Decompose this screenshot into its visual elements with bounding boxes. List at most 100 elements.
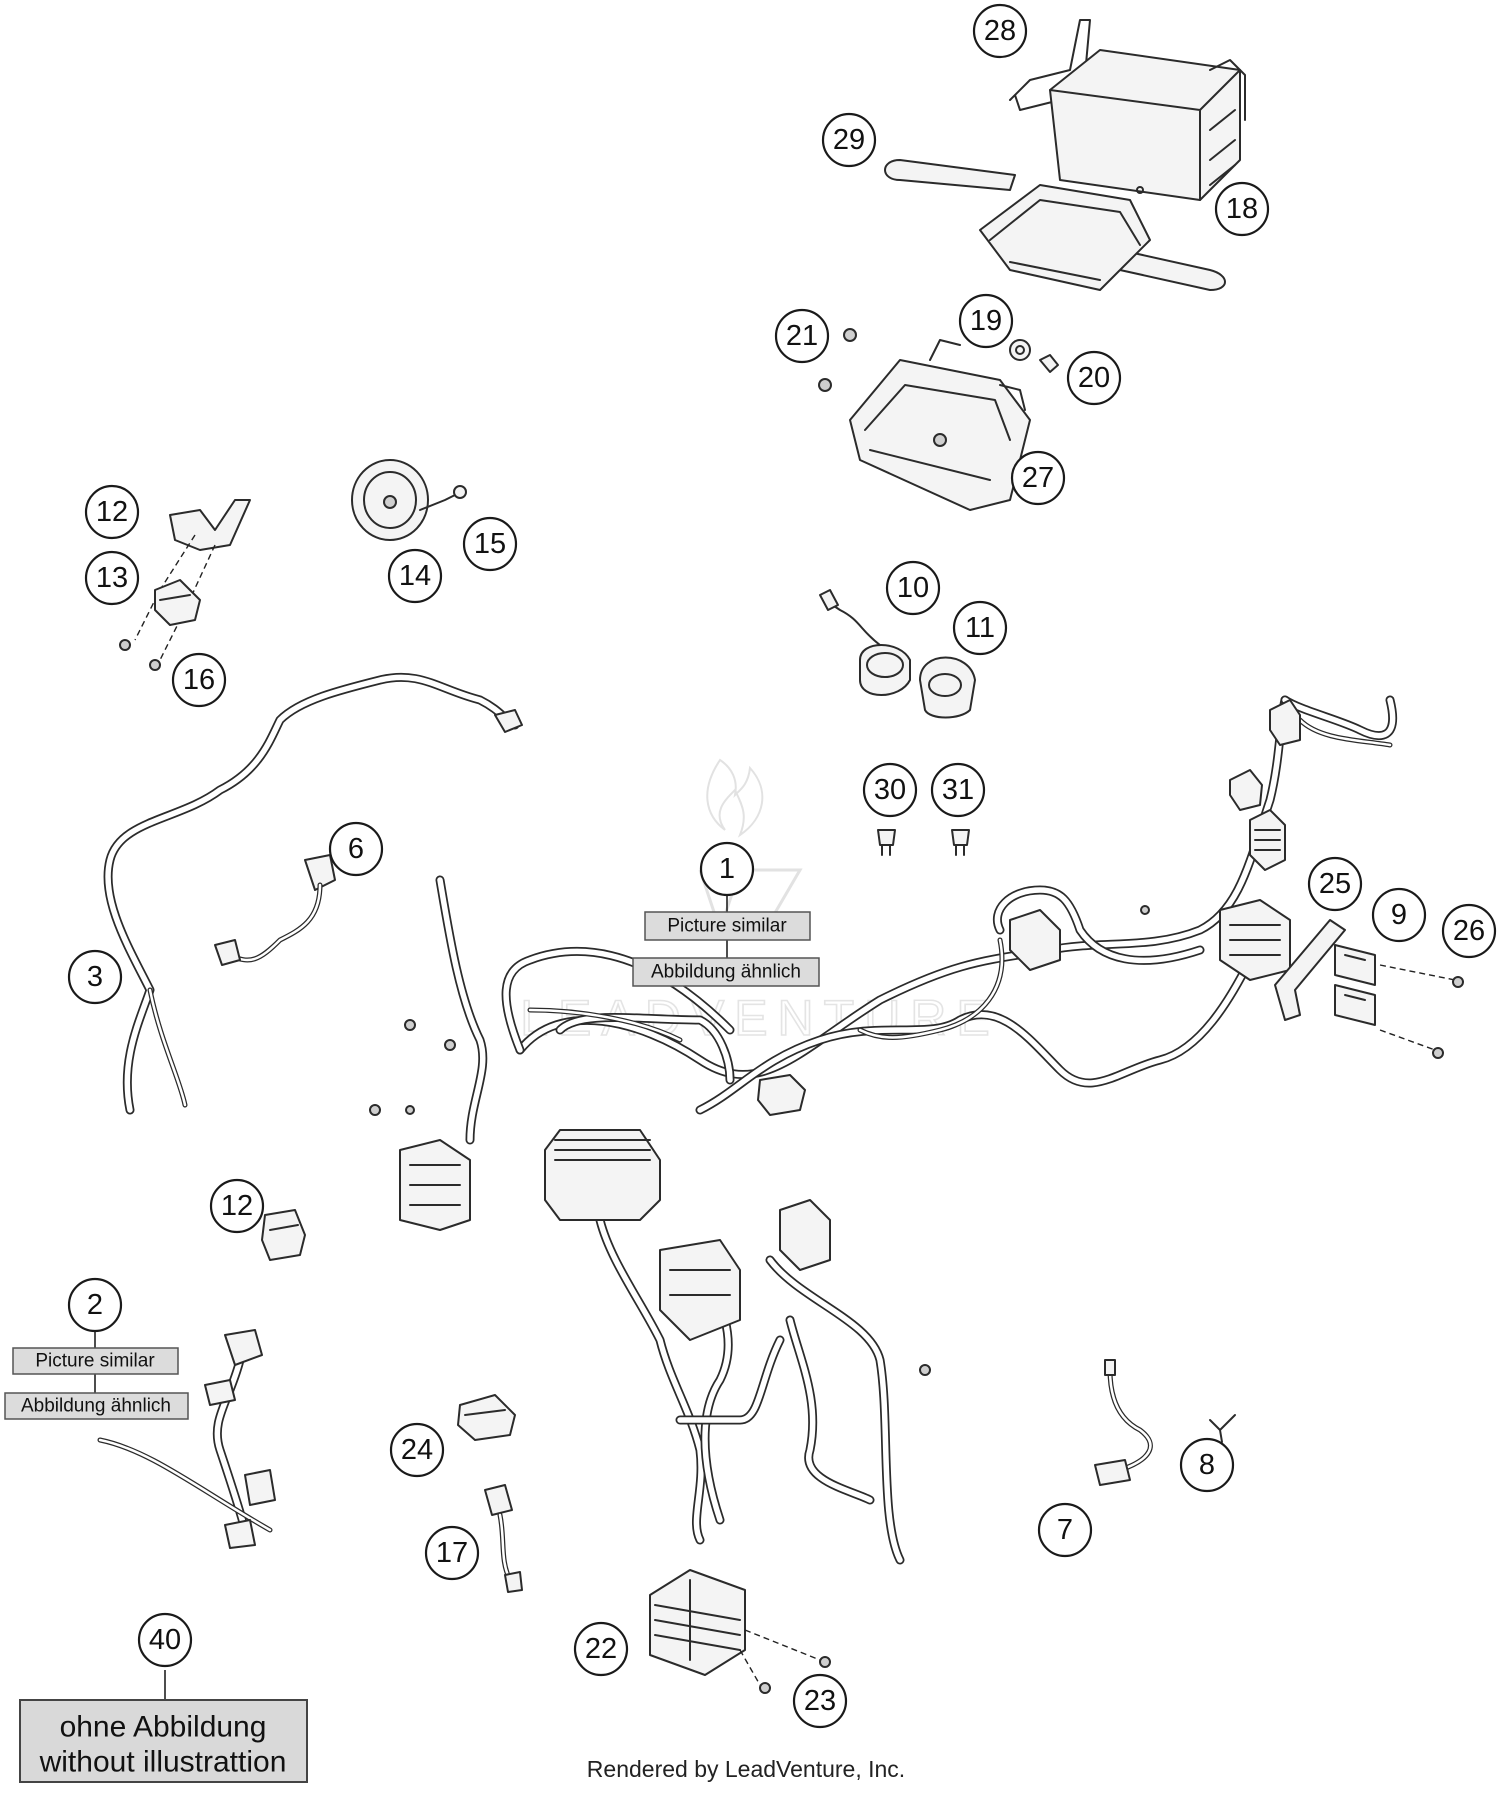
battery	[1049, 49, 1241, 201]
callout-23[interactable]: 23	[792, 1673, 848, 1729]
fuse-box-holder	[1274, 919, 1346, 1021]
callout-12-upper[interactable]: 12	[84, 484, 140, 540]
note-1-group: Picture similar Abbildung ähnlich	[632, 911, 820, 987]
svg-text:7: 7	[1057, 1514, 1073, 1546]
note-1-abbildung-box	[632, 957, 820, 987]
callout-13[interactable]: 13	[84, 550, 140, 606]
callout-21[interactable]: 21	[774, 308, 830, 364]
svg-text:3: 3	[87, 961, 103, 993]
horn	[351, 459, 467, 541]
note-2-abbildung-box	[4, 1392, 189, 1420]
sensor-7	[1094, 1359, 1236, 1486]
rubber-grommet	[1009, 339, 1031, 361]
svg-text:40: 40	[149, 1624, 181, 1656]
svg-text:13: 13	[96, 562, 128, 594]
svg-text:12: 12	[221, 1190, 253, 1222]
watermark: LEADVENTURE	[519, 758, 991, 1047]
callout-18[interactable]: 18	[1214, 181, 1270, 237]
callouts: 1 2 3 6 7 8 9 10 11 12 12 13 14 15 16 17…	[67, 3, 1497, 1729]
svg-text:15: 15	[474, 528, 506, 560]
battery-strap	[1009, 19, 1091, 111]
harness-connector-center	[779, 1199, 831, 1271]
fuse-box-block-b	[1334, 984, 1376, 1026]
svg-text:25: 25	[1319, 868, 1351, 900]
harness-control-unit	[544, 1129, 661, 1221]
svg-text:21: 21	[786, 320, 818, 352]
callout-7[interactable]: 7	[1037, 1502, 1093, 1558]
svg-text:19: 19	[970, 305, 1002, 337]
svg-text:30: 30	[874, 774, 906, 806]
callout-12-lower[interactable]: 12	[209, 1178, 265, 1234]
without-illustration-box	[19, 1699, 308, 1783]
callout-20[interactable]: 20	[1066, 350, 1122, 406]
svg-text:9: 9	[1391, 899, 1407, 931]
relay-13	[154, 579, 201, 626]
ecu-holder	[979, 184, 1151, 291]
svg-text:29: 29	[833, 124, 865, 156]
callout-40[interactable]: 40	[137, 1612, 193, 1668]
callout-3[interactable]: 3	[67, 949, 123, 1005]
main-wiring-harness	[399, 695, 1398, 1565]
callout-29[interactable]: 29	[821, 112, 877, 168]
note-2-group: Picture similar Abbildung ähnlich	[4, 1347, 189, 1420]
callout-28[interactable]: 28	[972, 3, 1028, 59]
fuse-box	[1274, 919, 1464, 1059]
svg-text:27: 27	[1022, 462, 1054, 494]
svg-text:12: 12	[96, 496, 128, 528]
voltage-regulator	[649, 1569, 831, 1694]
callout-27[interactable]: 27	[1010, 450, 1066, 506]
relay-24	[457, 1394, 516, 1441]
without-illustration-line2: without illustrattion	[39, 1746, 287, 1779]
callout-25[interactable]: 25	[1307, 856, 1363, 912]
fuse-pair	[877, 829, 970, 856]
callout-6[interactable]: 6	[328, 821, 384, 877]
svg-text:20: 20	[1078, 362, 1110, 394]
callout-22[interactable]: 22	[573, 1621, 629, 1677]
socket-assembly	[819, 589, 976, 719]
harness-connector-mid	[757, 1074, 806, 1116]
harness-connector-upper	[1009, 909, 1061, 971]
svg-text:10: 10	[897, 572, 929, 604]
note-1-picture-similar: Picture similar	[667, 916, 787, 937]
watermark-flame-icon	[706, 758, 764, 838]
svg-text:18: 18	[1226, 193, 1258, 225]
ecu-holder-bar-right	[1119, 249, 1226, 291]
svg-text:2: 2	[87, 1289, 103, 1321]
callout-11[interactable]: 11	[952, 600, 1008, 656]
svg-text:11: 11	[965, 612, 995, 644]
callout-26[interactable]: 26	[1441, 903, 1497, 959]
svg-text:16: 16	[183, 664, 215, 696]
callout-15[interactable]: 15	[462, 516, 518, 572]
callout-2[interactable]: 2	[67, 1277, 123, 1333]
callout-30[interactable]: 30	[862, 762, 918, 818]
callout-10[interactable]: 10	[885, 560, 941, 616]
fuse-box-block-a	[1334, 944, 1376, 986]
loose-bolts	[369, 905, 1150, 1376]
svg-text:17: 17	[436, 1537, 468, 1569]
note-2-picture-similar-box	[12, 1347, 179, 1375]
svg-text:22: 22	[585, 1633, 617, 1665]
ecu-holder-bar	[884, 159, 1016, 191]
fuse-31	[951, 829, 970, 846]
rendered-by-footer: Rendered by LeadVenture, Inc.	[587, 1756, 905, 1782]
callout-1[interactable]: 1	[699, 841, 755, 897]
battery-assembly	[884, 19, 1246, 291]
sub-harness-2	[97, 1329, 276, 1549]
callout-9[interactable]: 9	[1371, 887, 1427, 943]
note-40-group: ohne Abbildung without illustrattion	[19, 1699, 308, 1783]
svg-text:14: 14	[399, 560, 431, 592]
callout-31[interactable]: 31	[930, 762, 986, 818]
svg-text:28: 28	[984, 15, 1016, 47]
svg-text:24: 24	[401, 1434, 433, 1466]
svg-text:6: 6	[348, 833, 364, 865]
callout-8[interactable]: 8	[1179, 1437, 1235, 1493]
sensor-6	[214, 854, 336, 966]
callout-19[interactable]: 19	[958, 293, 1014, 349]
callout-14[interactable]: 14	[387, 548, 443, 604]
callout-24[interactable]: 24	[389, 1422, 445, 1478]
callout-16[interactable]: 16	[171, 652, 227, 708]
callout-17[interactable]: 17	[424, 1525, 480, 1581]
relay-bracket	[119, 499, 251, 671]
harness-top-connector-2	[1229, 769, 1263, 811]
